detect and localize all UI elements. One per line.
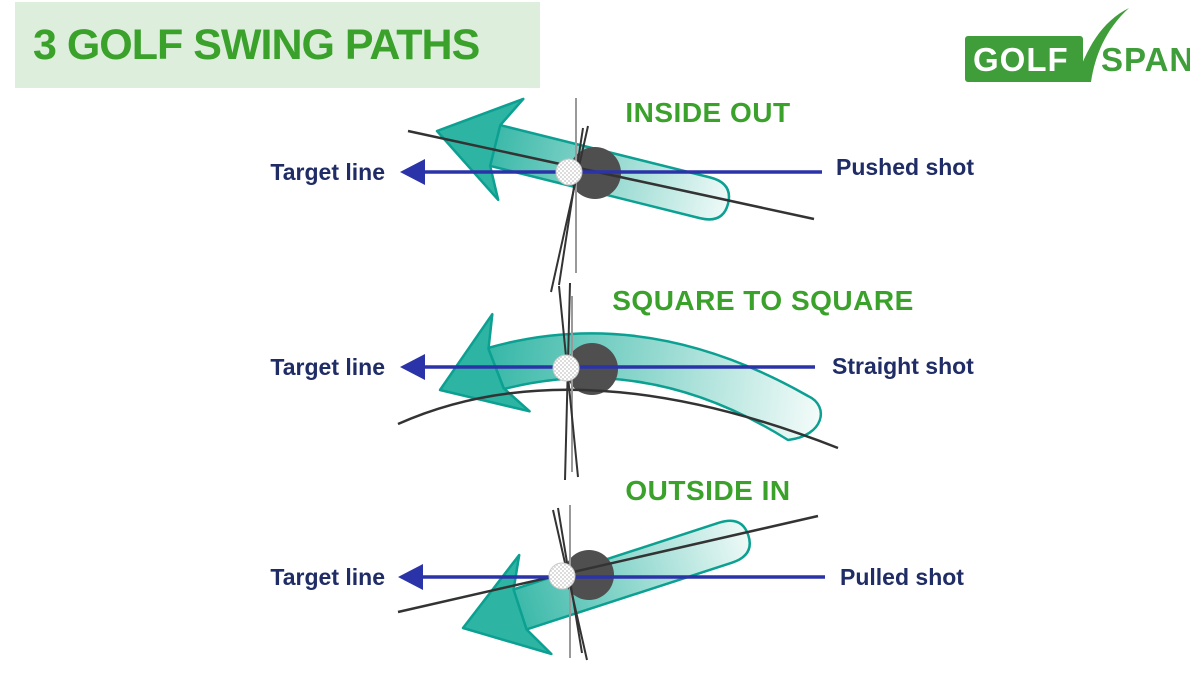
- clubface-line: [550, 125, 589, 293]
- logo-text-span: SPAN: [1101, 41, 1190, 78]
- swing-path-line: [397, 388, 839, 450]
- target-line-label: Target line: [270, 354, 385, 380]
- heading-inside-out: INSIDE OUT: [625, 97, 791, 128]
- section-square-to-square: [397, 282, 839, 481]
- heading-square-to-square: SQUARE TO SQUARE: [612, 285, 914, 316]
- brand-logo: GOLF SPAN: [965, 8, 1190, 82]
- shot-result-label: Pushed shot: [836, 154, 975, 180]
- title-banner: 3 GOLF SWING PATHS: [15, 2, 540, 88]
- heading-outside-in: OUTSIDE IN: [625, 475, 791, 506]
- logo-swoosh-icon: [1075, 8, 1129, 82]
- section-inside-out: [400, 97, 822, 293]
- golf-ball: [555, 158, 583, 186]
- shot-result-label: Straight shot: [832, 353, 974, 379]
- swing-path-line: [407, 129, 815, 221]
- club-head: [564, 550, 614, 600]
- golf-ball: [552, 354, 580, 382]
- clubface-line: [558, 285, 579, 478]
- golf-ball: [548, 562, 576, 590]
- arrow-head-icon: [435, 97, 525, 202]
- target-line-label: Target line: [270, 564, 385, 590]
- target-line-arrowhead-icon: [398, 564, 423, 590]
- club-head: [566, 343, 618, 395]
- swing-path-line: [397, 514, 819, 614]
- arrow-head-icon: [461, 553, 553, 656]
- section-outside-in: [397, 505, 825, 661]
- shot-result-label: Pulled shot: [840, 564, 964, 590]
- target-line-arrowhead-icon: [400, 354, 425, 380]
- page-title: 3 GOLF SWING PATHS: [33, 20, 480, 69]
- logo-text-golf: GOLF: [973, 41, 1069, 78]
- logo-box: [965, 36, 1083, 82]
- target-line-label: Target line: [270, 159, 385, 185]
- target-line-arrowhead-icon: [400, 159, 425, 185]
